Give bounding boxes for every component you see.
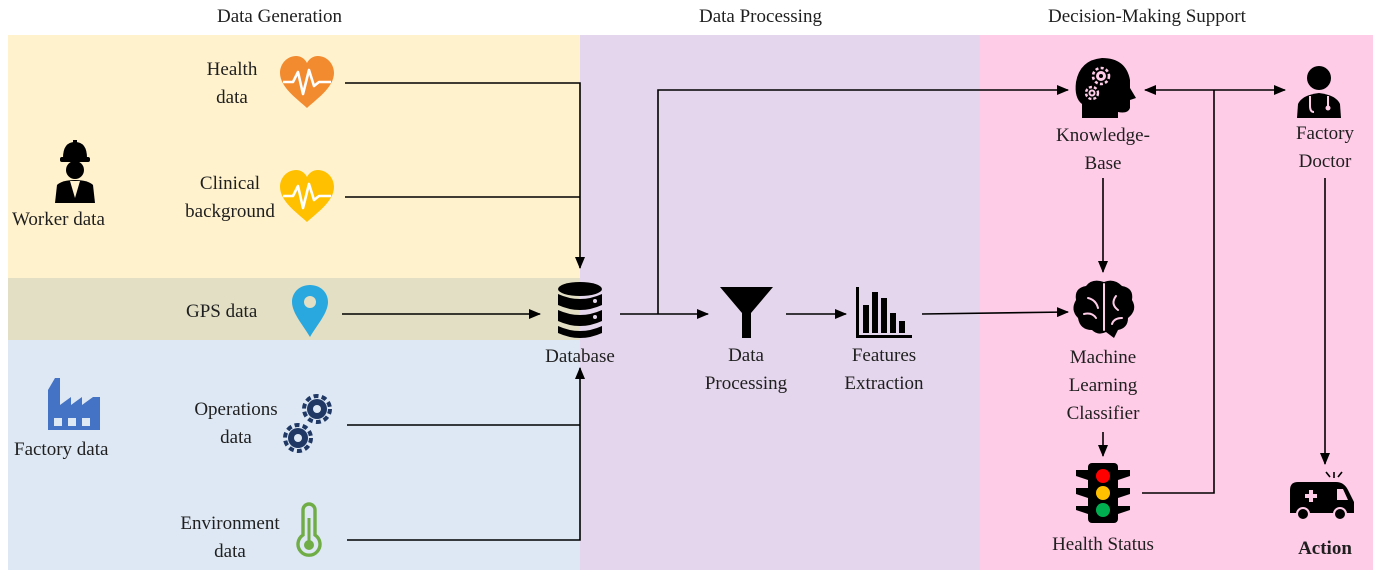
action-label: Action xyxy=(1298,538,1352,559)
features-chart-icon xyxy=(856,287,912,338)
decision-panel xyxy=(980,35,1373,570)
section-title-generation: Data Generation xyxy=(217,6,343,27)
operations-data-label: Operations data xyxy=(194,399,278,448)
section-title-processing: Data Processing xyxy=(699,6,822,27)
database-icon xyxy=(558,282,602,338)
clinical-heart-icon xyxy=(280,170,334,222)
health-heart-icon xyxy=(280,56,334,108)
gps-data-label: GPS data xyxy=(186,301,258,322)
factory-panel xyxy=(8,340,580,570)
processing-panel xyxy=(580,35,980,570)
funnel-icon xyxy=(720,287,773,338)
health-status-label: Health Status xyxy=(1052,534,1154,555)
section-title-decision: Decision-Making Support xyxy=(1048,6,1246,27)
gps-pin-icon xyxy=(292,285,328,337)
brain-icon xyxy=(1073,280,1135,338)
database-label: Database xyxy=(545,346,615,367)
thermometer-icon xyxy=(296,502,322,557)
worker-data-label: Worker data xyxy=(12,209,105,230)
ambulance-icon xyxy=(1290,471,1354,521)
connectors xyxy=(342,82,1330,541)
doctor-icon xyxy=(1297,66,1341,118)
environment-to-db-line xyxy=(347,367,585,541)
data-processing-label: Data Processing xyxy=(704,345,788,394)
clinical-background-label: Clinical background xyxy=(185,173,275,222)
knowledge-base-label: Knowledge- Base xyxy=(1056,125,1150,174)
factory-data-label: Factory data xyxy=(14,439,109,460)
environment-data-label: Environment data xyxy=(180,513,280,562)
knowledge-head-icon xyxy=(1075,58,1136,118)
factory-icon xyxy=(48,378,100,430)
health-data-label: Health data xyxy=(206,59,258,108)
worker-icon xyxy=(55,140,95,203)
factory-doctor-label: Factory Doctor xyxy=(1295,123,1355,172)
features-to-ml-line xyxy=(921,307,1069,318)
db-to-knowledge-line xyxy=(657,85,1069,314)
status-feedback-line xyxy=(1142,90,1215,494)
health-to-db-line xyxy=(345,82,585,269)
gears-icon xyxy=(283,394,332,453)
ml-classifier-label: Machine Learning Classifier xyxy=(1066,347,1140,424)
traffic-light-icon xyxy=(1076,463,1130,523)
features-extraction-label: Features Extraction xyxy=(844,345,924,394)
